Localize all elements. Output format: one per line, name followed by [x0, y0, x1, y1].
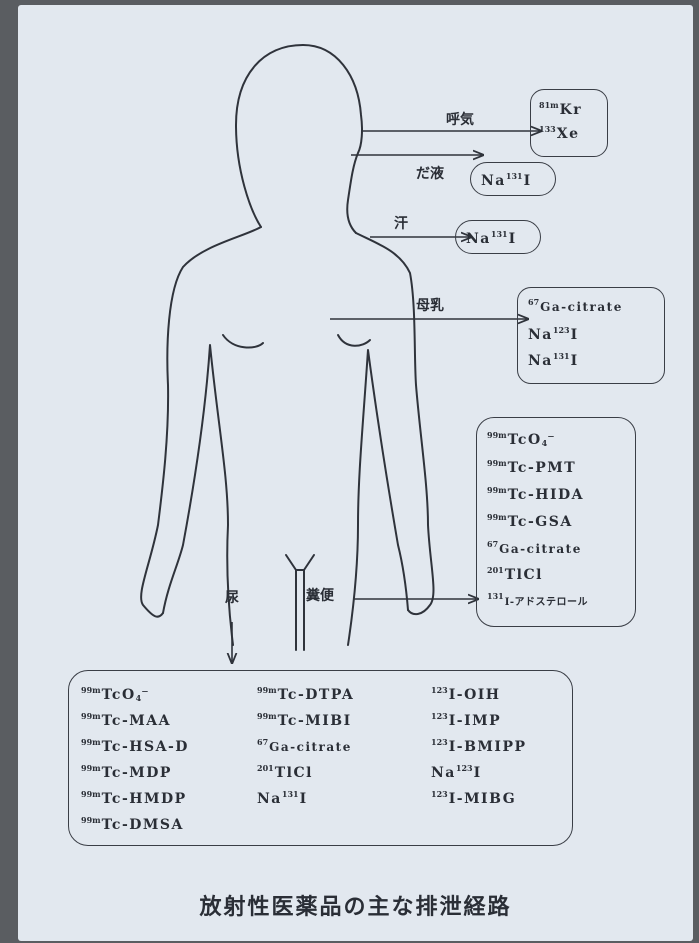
body-chest-line: [338, 335, 370, 346]
route-label-sweat: 汗: [394, 213, 408, 233]
body-left-arm-inner: [163, 345, 233, 645]
box-saliva: Na131I: [470, 162, 556, 196]
route-label-feces: 糞便: [306, 585, 334, 605]
compound-label: Na131I: [528, 351, 579, 369]
compound-label: 123I-BMIPP: [431, 737, 527, 755]
compound-label: 99mTcO4⁻: [487, 430, 556, 448]
route-label-saliva: だ液: [416, 163, 444, 183]
compound-label: 99mTc-HIDA: [487, 485, 584, 503]
body-chest-line: [223, 335, 263, 348]
compound-label: 67Ga-citrate: [528, 297, 623, 314]
box-breath: 81mKr 133Xe: [530, 89, 608, 157]
compound-label: 131I-アドステロール: [487, 591, 588, 608]
compound-label: 123I-IMP: [431, 711, 501, 729]
body-right-outline: [356, 233, 433, 614]
route-label-milk: 母乳: [416, 295, 444, 315]
compound-label: 201TlCl: [487, 565, 543, 583]
body-groin: [286, 555, 314, 570]
compound-label: 99mTc-PMT: [487, 458, 576, 476]
compound-label: 99mTc-HMDP: [81, 789, 187, 807]
compound-label: 99mTc-DMSA: [81, 815, 184, 833]
compound-label: 99mTc-MAA: [81, 711, 171, 729]
route-label-urine: 尿: [225, 587, 239, 607]
compound-label: 123I-OIH: [431, 685, 501, 703]
compound-label: 99mTc-DTPA: [257, 685, 354, 703]
compound-label: 67Ga-citrate: [487, 539, 582, 556]
slide: 呼気 だ液 汗 母乳 糞便 尿 81mKr 133Xe Na131I Na131…: [18, 5, 693, 941]
route-label-breath: 呼気: [446, 109, 474, 129]
body-right-arm-inner: [348, 350, 408, 645]
compound-label: Na131I: [481, 171, 532, 189]
compound-label: 99mTcO4⁻: [81, 685, 150, 703]
box-sweat: Na131I: [455, 220, 541, 254]
compound-label: 99mTc-MIBI: [257, 711, 352, 729]
compound-label: 81mKr: [539, 100, 582, 118]
compound-label: Na123I: [528, 325, 579, 343]
compound-label: 123I-MIBG: [431, 789, 516, 807]
box-milk: 67Ga-citrate Na123I Na131I: [517, 287, 665, 384]
compound-label: Na131I: [257, 789, 308, 807]
compound-label: 133Xe: [539, 124, 579, 142]
body-head-outline: [236, 45, 362, 233]
compound-label: 201TlCl: [257, 763, 313, 781]
compound-label: 99mTc-MDP: [81, 763, 172, 781]
compound-label: 99mTc-GSA: [487, 512, 573, 530]
box-urine: 99mTcO4⁻ 99mTc-MAA 99mTc-HSA-D 99mTc-MDP…: [68, 670, 573, 846]
compound-label: 99mTc-HSA-D: [81, 737, 189, 755]
compound-label: Na131I: [466, 229, 517, 247]
box-feces: 99mTcO4⁻ 99mTc-PMT 99mTc-HIDA 99mTc-GSA …: [476, 417, 636, 627]
body-left-outline: [141, 227, 261, 617]
compound-label: Na123I: [431, 763, 482, 781]
figure-caption: 放射性医薬品の主な排泄経路: [18, 889, 693, 921]
compound-label: 67Ga-citrate: [257, 737, 352, 754]
